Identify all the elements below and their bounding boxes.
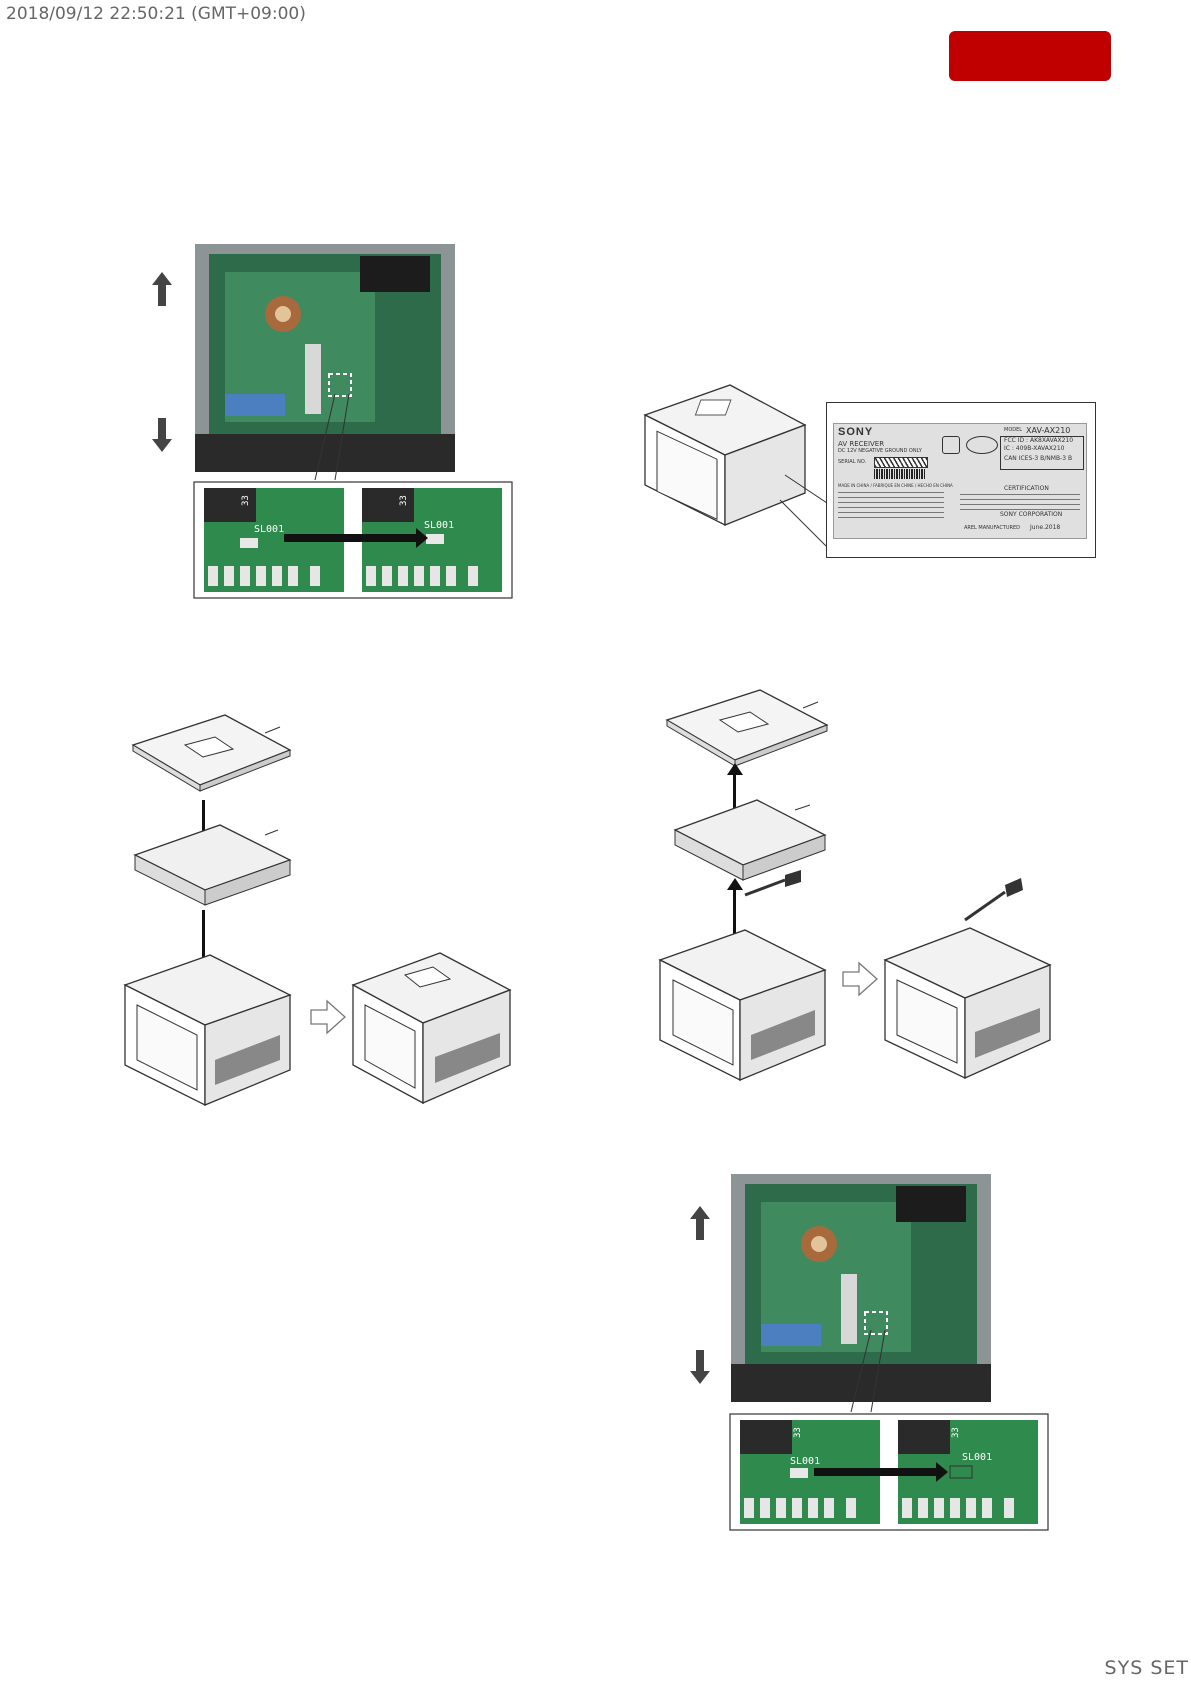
zoom-top-left-sl001: SL001 bbox=[254, 524, 284, 535]
serial-barcode-hatched bbox=[874, 457, 928, 468]
zoom-bottom-right-sl001: SL001 bbox=[962, 1452, 992, 1463]
sony-certification: CERTIFICATION bbox=[1004, 485, 1049, 492]
sony-corporation: SONY CORPORATION bbox=[1000, 511, 1063, 518]
sony-label-panel: SONY MODEL XAV-AX210 AV RECEIVER DC 12V … bbox=[826, 402, 1096, 558]
sony-can-ices: CAN ICES-3 B/NMB-3 B bbox=[1004, 455, 1073, 462]
sony-made-in: MADE IN CHINA / FABRIQUE EN CHINE / HECH… bbox=[838, 483, 953, 488]
sony-model-prefix: MODEL bbox=[1004, 427, 1023, 433]
sony-ic: IC : 409B-XAVAX210 bbox=[1004, 445, 1065, 452]
zoom-top-left-chip: 33 bbox=[241, 495, 251, 506]
sony-label-card: SONY MODEL XAV-AX210 AV RECEIVER DC 12V … bbox=[833, 423, 1087, 539]
footer-label: SYS SET bbox=[1104, 1657, 1189, 1679]
zoom-top-right-chip: 33 bbox=[399, 495, 409, 506]
sony-fcc-id: FCC ID : AK8XAVAX210 bbox=[1004, 437, 1074, 444]
sony-model: XAV-AX210 bbox=[1026, 426, 1071, 435]
zoom-bottom-right-chip: 33 bbox=[951, 1427, 961, 1438]
zoom-callout-lines-top bbox=[314, 393, 350, 481]
sony-serial-label: SERIAL NO. bbox=[838, 459, 867, 465]
print-timestamp: 2018/09/12 22:50:21 (GMT+09:00) bbox=[6, 4, 306, 24]
sony-product: AV RECEIVER bbox=[838, 440, 885, 448]
zoom-bottom-left-chip: 33 bbox=[793, 1427, 803, 1438]
sony-mfd-date: June.2018 bbox=[1030, 524, 1061, 531]
arrow-down-icon bbox=[690, 1350, 710, 1384]
sony-brand: SONY bbox=[838, 426, 874, 438]
xvid-logo bbox=[966, 436, 998, 454]
exploded-view-left bbox=[123, 714, 512, 1107]
exploded-view-right bbox=[658, 689, 1052, 1082]
zoom-bottom-left-sl001: SL001 bbox=[790, 1456, 820, 1467]
pcb-photo-bottom bbox=[731, 1174, 991, 1402]
zoom-callout-lines-bottom bbox=[850, 1329, 886, 1413]
arrow-up-icon bbox=[690, 1206, 710, 1240]
pcb-photo-top bbox=[195, 244, 455, 472]
pcb-zoom-top: 33 SL001 33 SL001 bbox=[193, 481, 513, 599]
sony-power: DC 12V NEGATIVE GROUND ONLY bbox=[838, 448, 922, 454]
certification-mark bbox=[942, 436, 960, 454]
arrow-down-icon bbox=[152, 418, 172, 452]
unit-angled-view bbox=[643, 384, 846, 527]
sony-mfd-label: AREL MANUFACTURED bbox=[964, 525, 1021, 531]
barcode bbox=[874, 469, 926, 479]
header-red-badge bbox=[949, 31, 1111, 81]
zoom-top-right-sl001: SL001 bbox=[424, 520, 454, 531]
arrow-up-icon bbox=[152, 272, 172, 306]
pcb-zoom-bottom: 33 SL001 33 SL001 bbox=[729, 1413, 1049, 1531]
